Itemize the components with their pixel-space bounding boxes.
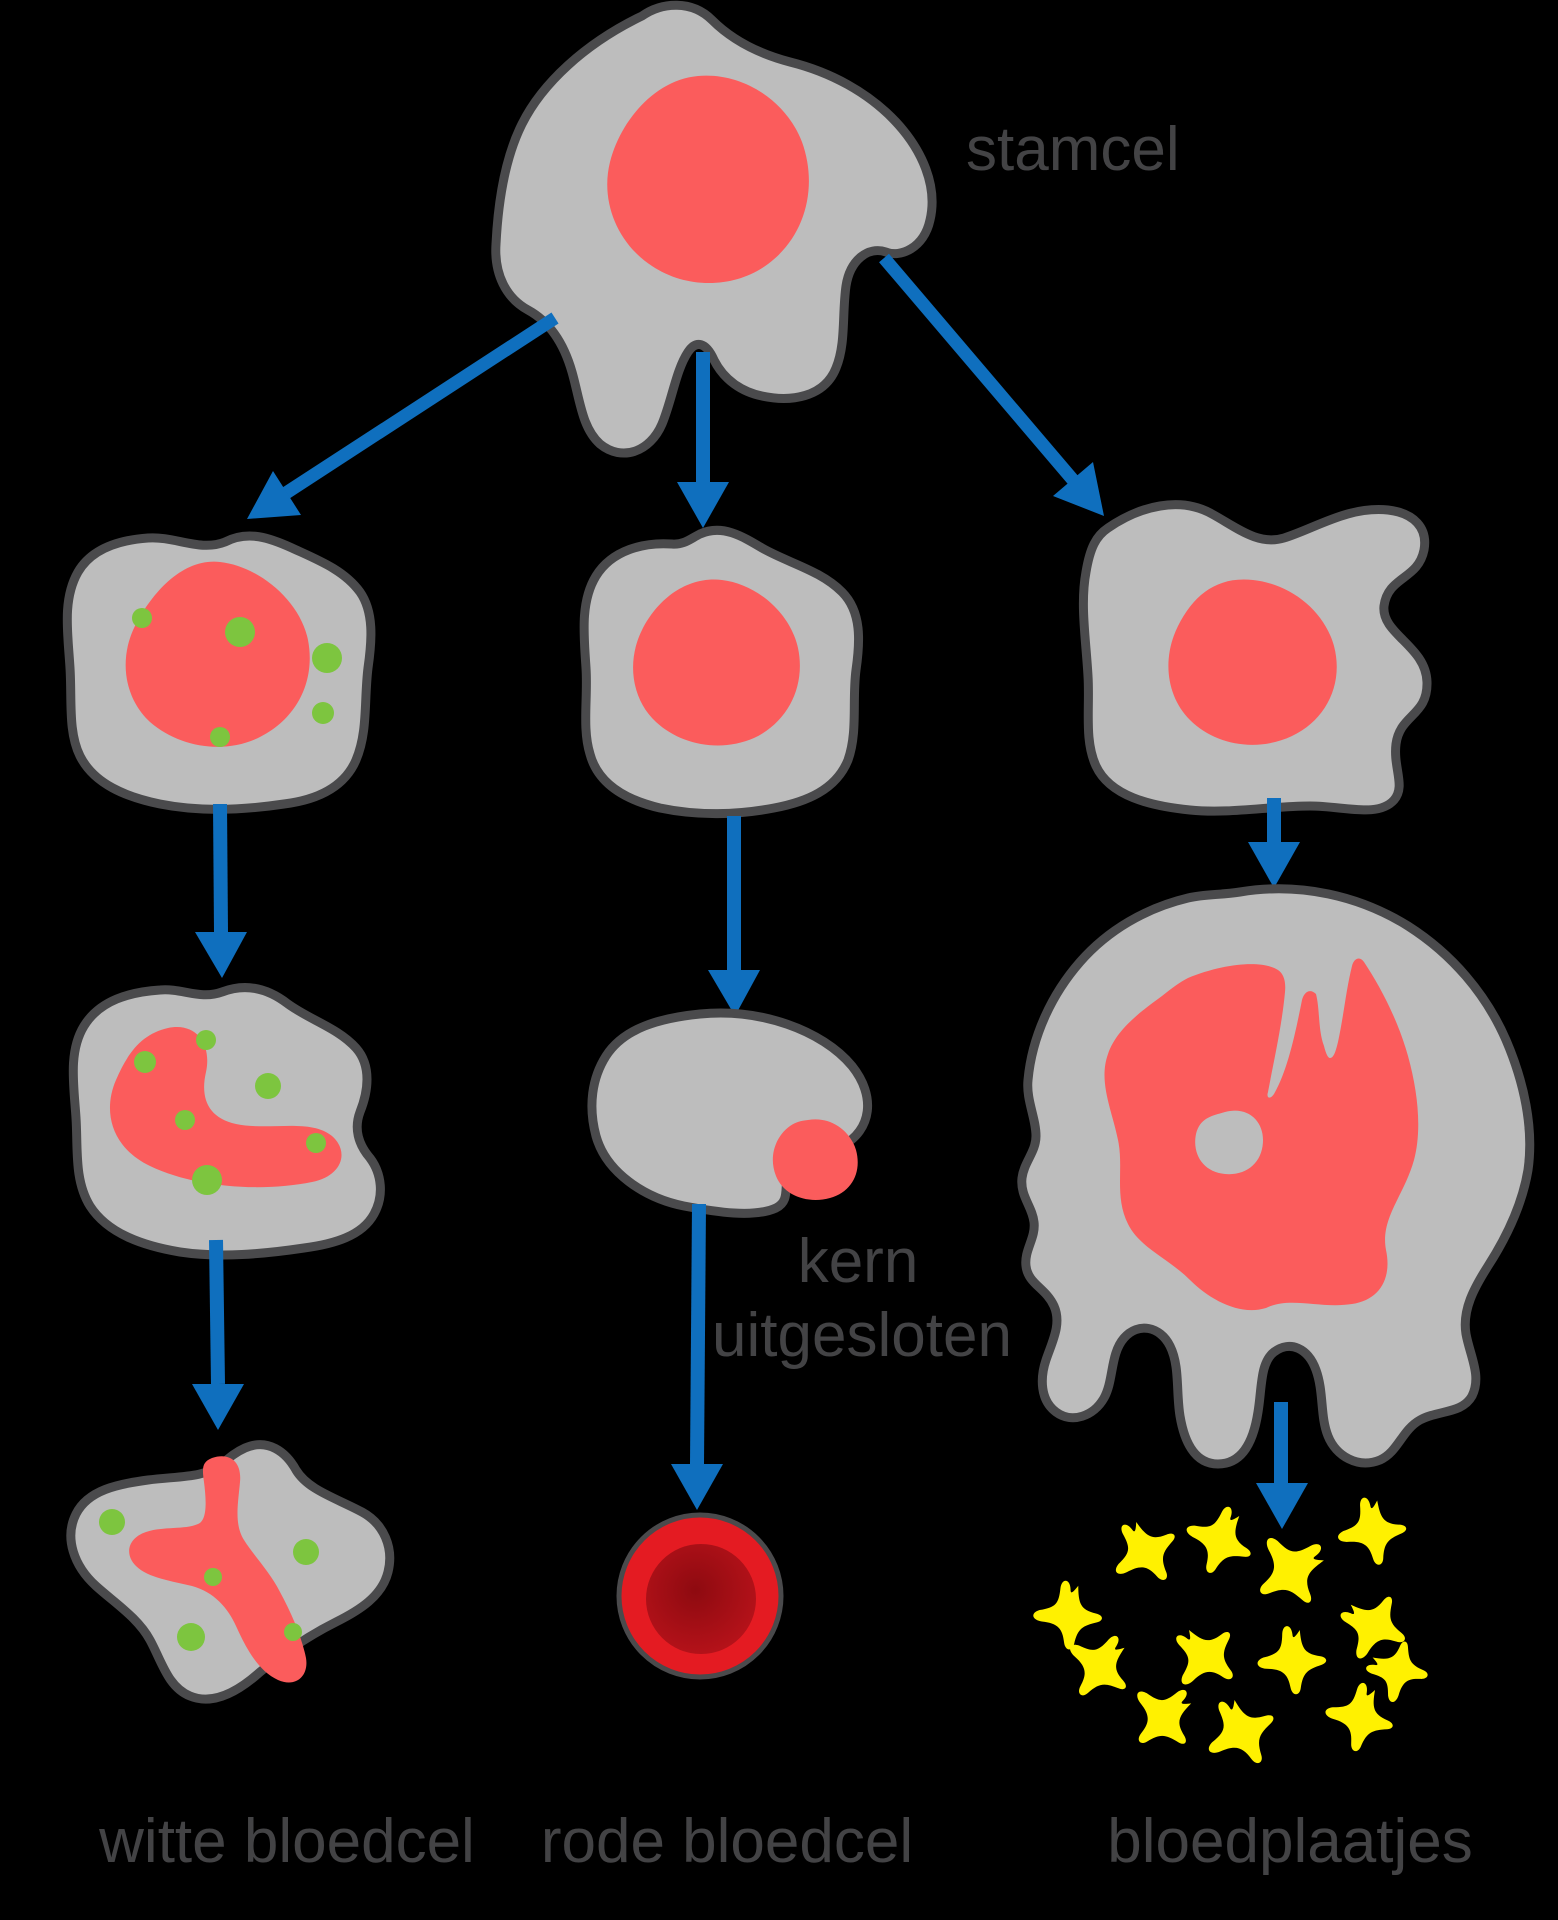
granule [312,702,334,724]
arrow-head-icon [1256,1483,1308,1529]
granule [284,1623,302,1641]
platelet [1247,1526,1335,1615]
arrow-white-2-to-final [192,1239,244,1430]
granule [177,1623,205,1651]
platelet-precursor [1078,500,1432,816]
arrow-head-icon [708,970,760,1016]
arrow-head-icon [677,482,729,528]
arrow-head-icon [1248,842,1300,888]
platelet [1201,1693,1281,1772]
platelet [1252,1621,1333,1700]
white-precursor-1 [62,531,376,814]
granule [255,1073,281,1099]
arrow-head-icon [671,1464,723,1510]
arrow-precursor-to-megakaryocyte [1248,798,1300,888]
kern-uitgesloten-label-line2: uitgesloten [712,1301,1012,1370]
granule [293,1539,319,1565]
platelet [1026,1574,1110,1657]
platelet [1160,1612,1250,1701]
arrow-shaft [879,253,1078,485]
white-precursor-1-nucleus [125,561,310,747]
expelled-nucleus [772,1119,858,1200]
white-blood-cell-final [66,1440,395,1704]
red-precursor-1 [579,525,864,819]
platelet [1334,1494,1411,1569]
arrow-white-1-to-2 [195,803,247,978]
white-precursor-2 [68,983,385,1260]
arrow-head-icon [247,471,301,519]
arrow-head-icon [1053,462,1104,516]
granule [175,1110,195,1130]
platelet-cluster [1026,1494,1437,1772]
arrow-shaft [690,1203,706,1465]
arrow-stemcell-to-platelet-lineage [879,253,1104,516]
arrow-shaft [213,803,228,933]
red-blood-cell [616,1512,784,1680]
granule [99,1509,125,1535]
arrow-red-1-to-2 [708,816,760,1016]
arrow-stemcell-to-red-lineage [677,352,729,528]
granule [312,643,342,673]
red-precursor-2-expelling-nucleus [587,1008,873,1218]
granule [196,1030,216,1050]
stem-cell-nucleus [607,75,809,284]
granule [204,1568,222,1586]
platelet [1174,1494,1266,1586]
arrow-head-icon [195,932,247,978]
bloedplaatjes-label: bloedplaatjes [1107,1807,1472,1876]
arrow-red-2-to-final [671,1203,723,1510]
granule [192,1165,222,1195]
stamcel-label: stamcel [966,115,1180,184]
red-precursor-1-nucleus [633,579,800,746]
stem-cell [491,0,937,458]
granule [306,1133,326,1153]
arrow-megakaryocyte-to-platelets [1256,1402,1308,1529]
platelet [1120,1673,1206,1761]
granule [210,727,230,747]
granule [225,617,255,647]
rode-bloedcel-label: rode bloedcel [541,1807,913,1876]
arrow-shaft [209,1239,225,1385]
platelet-precursor-nucleus [1168,579,1337,745]
arrow-shaft [282,312,559,499]
megakaryocyte-nucleus [1104,958,1419,1311]
arrow-head-icon [192,1384,244,1430]
megakaryocyte [1017,884,1535,1469]
platelet [1104,1512,1185,1592]
red-precursor-2-body [587,1008,873,1218]
granule [132,608,152,628]
white-precursor-2-nucleus [109,1027,342,1188]
kern-uitgesloten-label-line1: kern [798,1227,919,1296]
witte-bloedcel-label: witte bloedcel [98,1807,475,1876]
granule [134,1051,156,1073]
red-blood-cell-center [646,1544,756,1654]
arrow-stemcell-to-white-lineage [247,312,559,519]
